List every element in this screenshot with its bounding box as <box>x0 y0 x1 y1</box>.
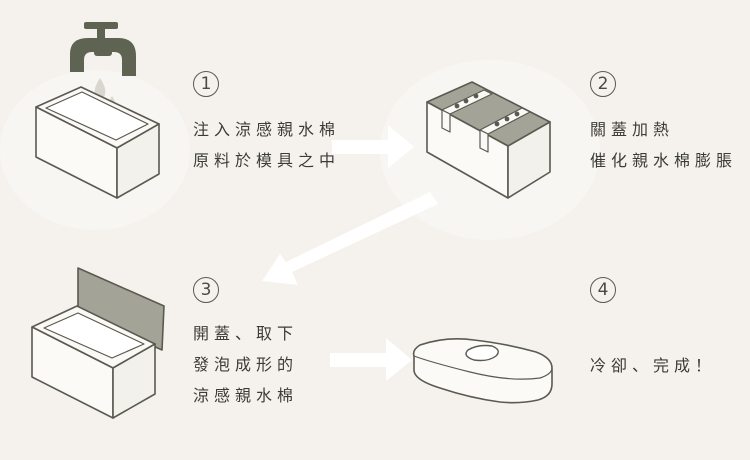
arrow-diagonal <box>262 192 438 285</box>
mold-box-open-lid-icon <box>31 267 165 419</box>
open-mold-box-icon <box>35 86 160 199</box>
step-3-line-1: 開蓋、取下 <box>193 324 299 343</box>
step-2-line-2: 催化親水棉膨脹 <box>590 151 738 170</box>
faucet-icon <box>70 22 136 76</box>
arrow-right-2 <box>330 338 412 381</box>
step-1-number: 1 <box>193 71 219 97</box>
step-4-number: 4 <box>590 277 616 303</box>
closed-clamped-mold-box-icon <box>426 81 551 199</box>
step-2-number: 2 <box>590 71 616 97</box>
step-3-line-2: 發泡成形的 <box>193 355 299 374</box>
step-2-line-1: 關蓋加熱 <box>590 120 675 139</box>
step-3-line-3: 涼感親水棉 <box>193 386 299 405</box>
step-3-number: 3 <box>193 277 219 303</box>
step-3-description: 開蓋、取下 發泡成形的 涼感親水棉 <box>193 318 298 411</box>
step-1-description: 注入涼感親水棉 原料於模具之中 <box>193 114 340 176</box>
step-4-line-1: 冷卻、完成！ <box>590 356 717 375</box>
pillow-icon <box>412 338 553 404</box>
step-1-line-1: 注入涼感親水棉 <box>193 120 341 139</box>
arrow-right-1 <box>332 125 414 168</box>
step-2-description: 關蓋加熱 催化親水棉膨脹 <box>590 114 737 176</box>
step-4-description: 冷卻、完成！ <box>590 350 716 381</box>
step-1-line-2: 原料於模具之中 <box>193 151 341 170</box>
